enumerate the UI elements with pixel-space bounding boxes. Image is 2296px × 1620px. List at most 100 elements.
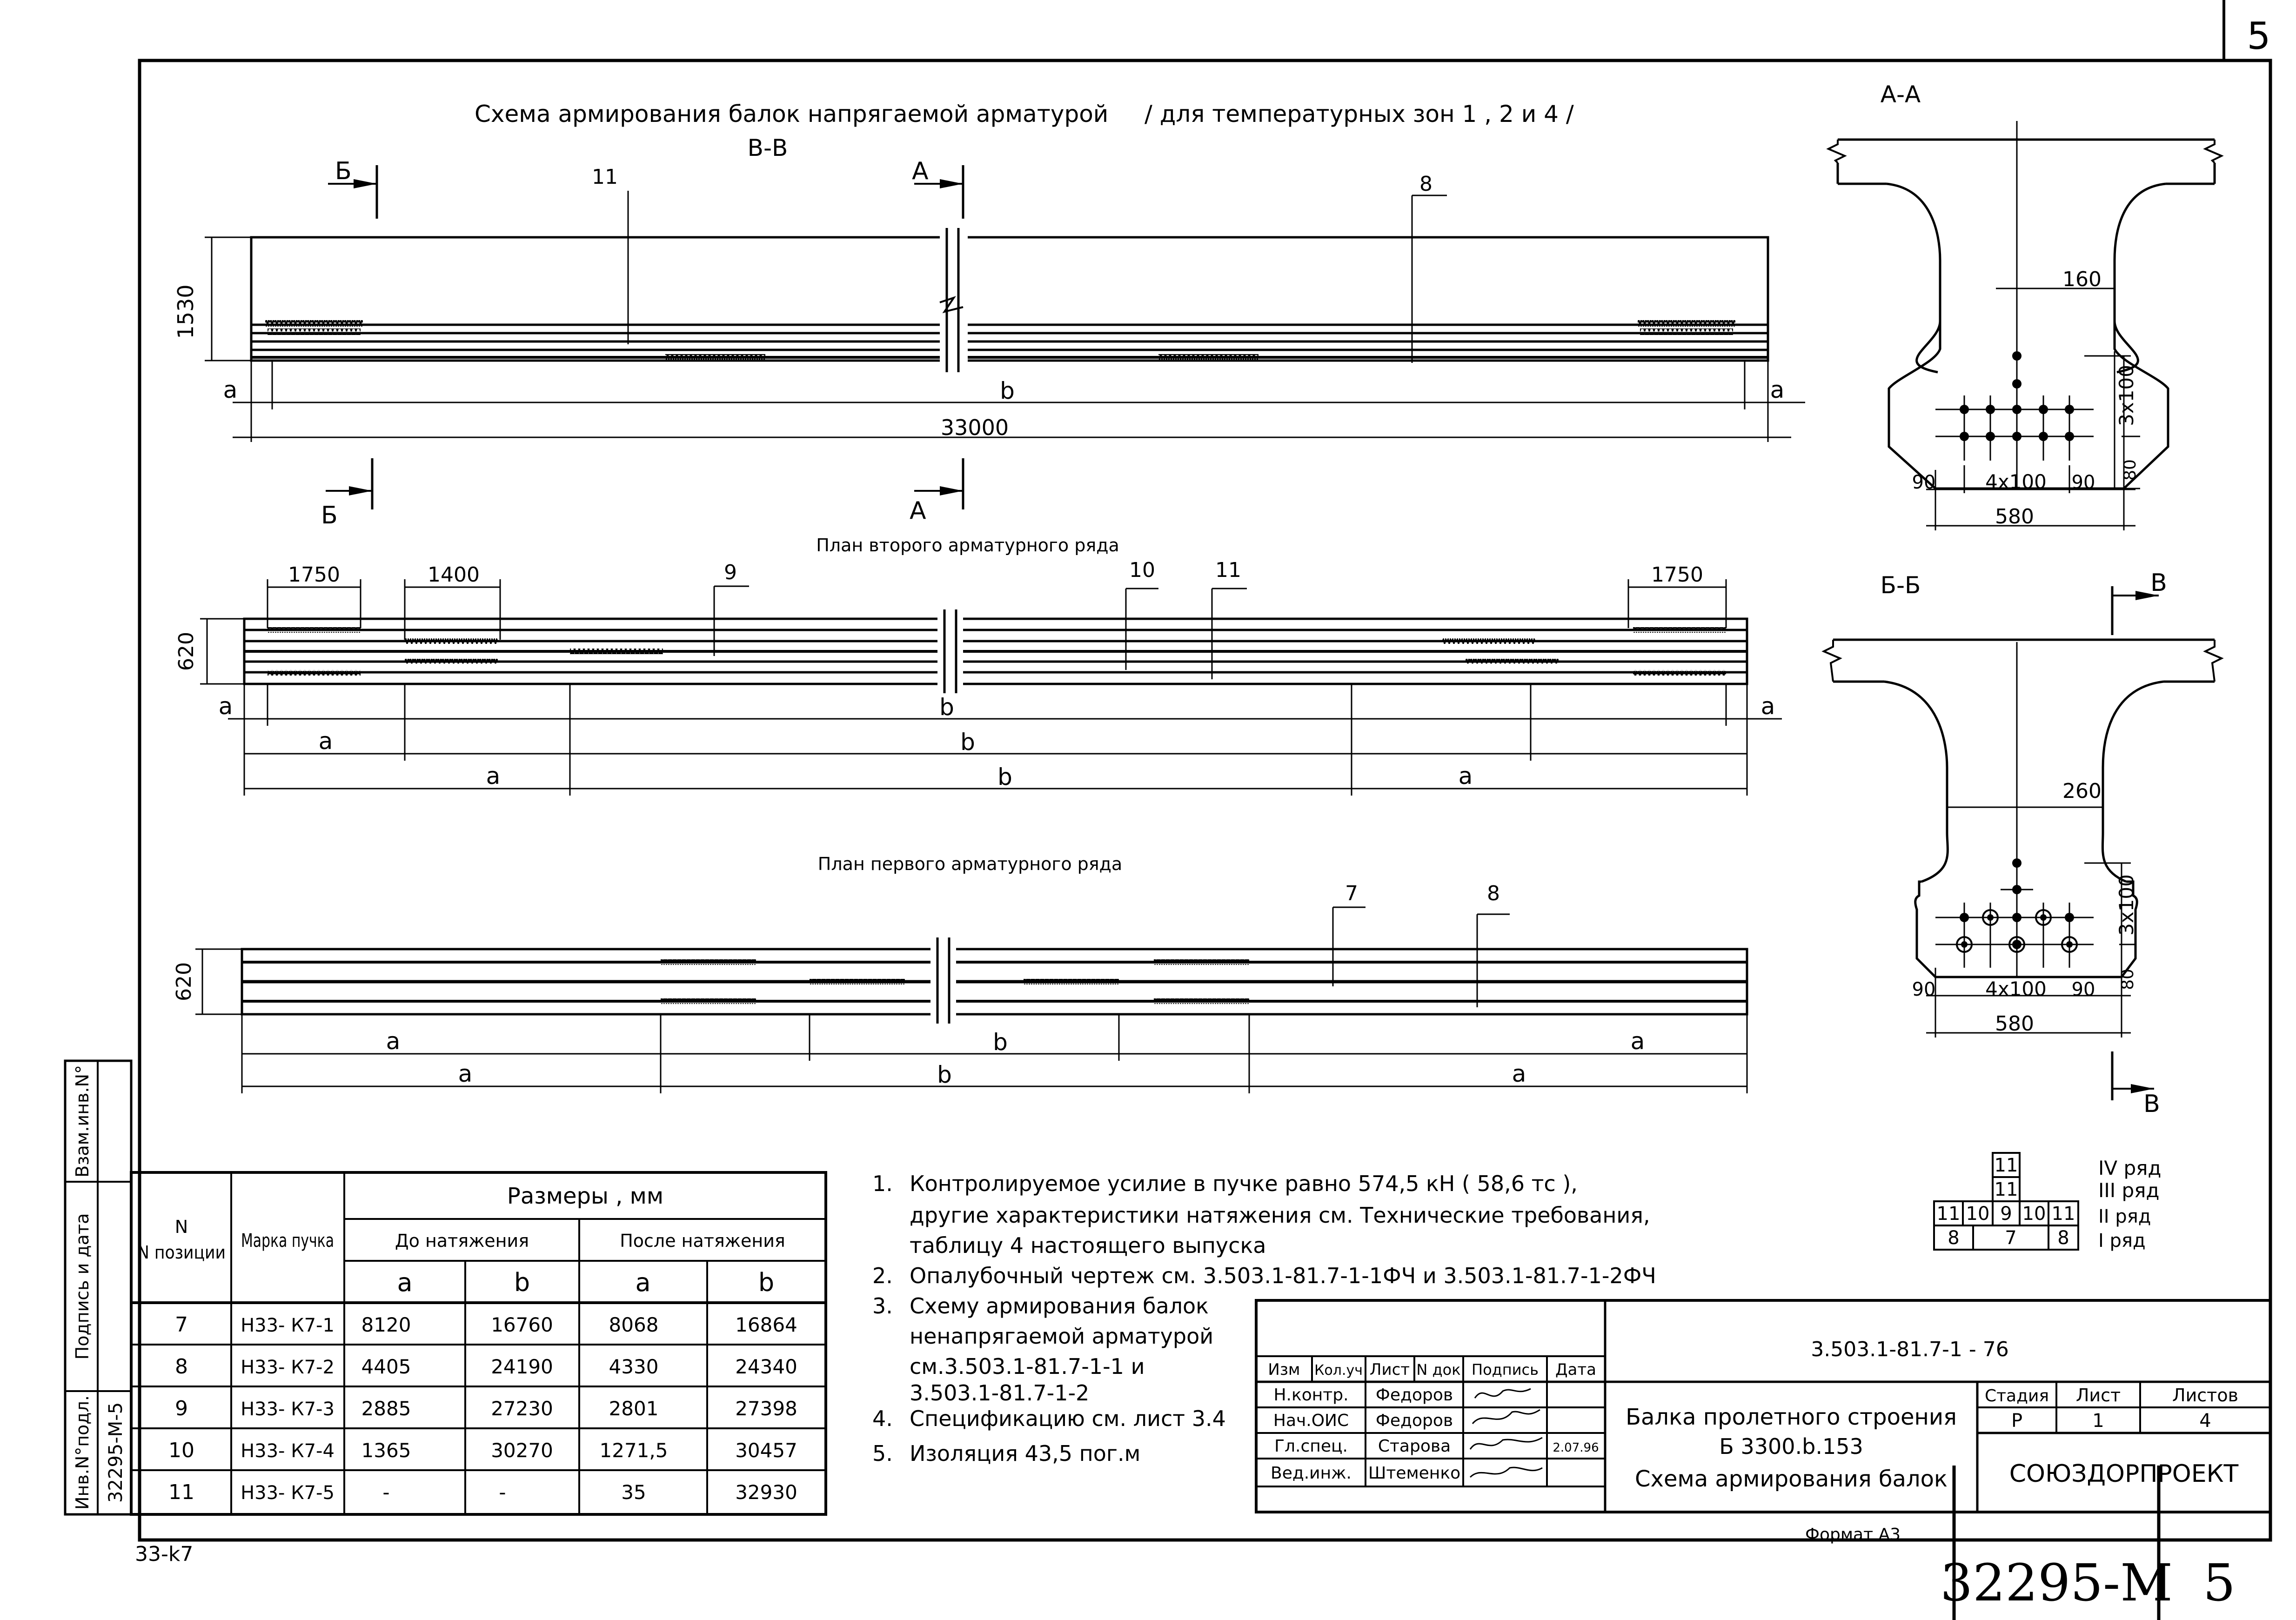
bb-side-90-left: 90 [1912, 979, 1936, 1000]
note-3-line1: Схему армирования балок [910, 1293, 1209, 1319]
doc-code: 3.503.1-81.7-1 - 76 [1811, 1338, 2009, 1361]
aa-web-160: 160 [2062, 268, 2102, 291]
cell-a2: 1271,5 [600, 1439, 668, 1462]
note-3-line3: см.3.503.1-81.7-1-1 и [910, 1354, 1145, 1379]
plan1-pos-7: 7 [1345, 882, 1358, 905]
table-row: 10 Н33- К7-4 1365 30270 1271,5 30457 [168, 1439, 797, 1462]
plan2-title: План второго арматурного ряда [816, 535, 1119, 556]
cell-b1: - [499, 1481, 506, 1504]
rows-legend [1933, 1152, 2079, 1251]
organization: СОЮЗДОРПРОЕКТ [2009, 1460, 2239, 1488]
aa-width-580: 580 [1995, 505, 2034, 529]
sheet-code: 32295-M [1940, 1553, 2173, 1613]
cut-v-bottom: В [2143, 1090, 2160, 1118]
legend-r2-c5: 11 [2052, 1203, 2075, 1225]
zones-title: / для температурных зон 1 , 2 и 4 / [1145, 100, 1574, 127]
bottom-left-code: 33-k7 [135, 1542, 193, 1566]
sheets-header: Листов [2172, 1385, 2238, 1406]
stamp-h-date: Дата [1555, 1360, 1596, 1379]
table-row: 7 Н33- К7-1 8120 16760 8068 16864 [175, 1313, 797, 1337]
stamp-h-sign: Подпись [1472, 1361, 1539, 1379]
format-label: Формат А3 [1805, 1525, 1901, 1544]
plan2-a-4: a [1459, 763, 1473, 790]
notes: 1. Контролируемое усилие в пучке равно 5… [872, 1171, 1656, 1466]
elev-length: 33000 [941, 415, 1009, 440]
elev-label-a-right: a [1770, 376, 1785, 403]
legend-r2-label: II ряд [2098, 1206, 2151, 1227]
cell-b1: 16760 [491, 1313, 553, 1336]
note-5-num: 5. [872, 1441, 893, 1466]
bb-web-260: 260 [2062, 779, 2102, 803]
sheet-header: Лист [2076, 1385, 2121, 1406]
cell-mark: Н33- К7-4 [241, 1440, 335, 1462]
legend-r3-c1: 11 [1995, 1179, 2018, 1200]
signatures [1469, 1388, 1543, 1478]
table-row: 11 Н33- К7-5 - - 35 32930 [168, 1480, 797, 1504]
cell-a1: - [382, 1481, 389, 1504]
cell-a1: 8120 [361, 1313, 411, 1336]
cell-mark: Н33- К7-1 [241, 1315, 335, 1336]
cell-b1: 24190 [491, 1355, 553, 1378]
th-a1: a [397, 1268, 412, 1297]
legend-r2-c4: 10 [2022, 1203, 2046, 1225]
cell-pos: 8 [175, 1355, 188, 1379]
section-bb-title: Б-Б [1881, 572, 1921, 599]
note-4-num: 4. [872, 1406, 893, 1431]
sheets-value: 4 [2199, 1410, 2211, 1432]
stamp-role-1: Н.контр. [1273, 1386, 1348, 1405]
cell-a2: 2801 [609, 1397, 659, 1420]
plan1-a-1: a [386, 1028, 401, 1055]
note-1-line3: таблицу 4 настоящего выпуска [910, 1233, 1266, 1258]
bb-side-90-right: 90 [2072, 979, 2095, 1000]
plan1-width: 620 [172, 962, 196, 1001]
note-5-line1: Изоляция 43,5 пог.м [910, 1441, 1140, 1466]
table-row: 8 Н33- К7-2 4405 24190 4330 24340 [175, 1355, 797, 1379]
sheet-number-top: 5 [2247, 14, 2271, 58]
elev-pos-11: 11 [592, 165, 618, 189]
plan2-width: 620 [174, 632, 198, 671]
note-1-num: 1. [872, 1171, 893, 1196]
cell-a2: 35 [621, 1481, 646, 1504]
title-block-grid [1255, 1299, 2272, 1513]
elevation-title: В-В [748, 134, 788, 161]
cut-a-bottom: А [910, 497, 926, 525]
cell-b1: 27230 [491, 1397, 553, 1420]
legend-r1-label: I ряд [2098, 1230, 2146, 1252]
elevation-view [205, 165, 1805, 509]
note-2-num: 2. [872, 1263, 893, 1288]
stamp-date-3: 2.07.96 [1553, 1441, 1599, 1455]
plan2-a-2: a [319, 728, 333, 755]
bb-vert: 3x100 [2115, 874, 2138, 936]
elev-label-a-left: a [223, 376, 238, 403]
stamp-name-3: Старова [1378, 1437, 1451, 1456]
plan2-a-left-small: a [219, 693, 233, 720]
th-mark: Марка пучка [241, 1230, 334, 1252]
th-a2: a [635, 1268, 650, 1297]
stamp-h-koluch: Кол.уч [1314, 1362, 1363, 1379]
side-inv-value: 32295-M-5 [105, 1402, 127, 1503]
cell-b2: 16864 [735, 1313, 797, 1336]
th-before: До натяжения [395, 1231, 529, 1251]
note-2-line1: Опалубочный чертеж см. 3.503.1-81.7-1-1Ф… [910, 1263, 1656, 1288]
cell-b2: 32930 [735, 1481, 797, 1504]
cell-a1: 4405 [361, 1355, 411, 1378]
plan2-dim-1400: 1400 [428, 563, 480, 587]
stamp-name-4: Штеменко [1368, 1464, 1460, 1483]
sheet-frame [138, 0, 2272, 1620]
cell-a2: 4330 [609, 1355, 659, 1378]
plan1-a-4: a [1512, 1060, 1526, 1087]
cut-a-top: А [912, 157, 929, 185]
legend-r3-label: III ряд [2098, 1179, 2159, 1202]
bb-horiz: 4x100 [1985, 977, 2047, 1000]
project-title-2: Б 3300.b.153 [1719, 1434, 1863, 1459]
sheet-value: 1 [2092, 1410, 2104, 1432]
bb-width-580: 580 [1995, 1012, 2034, 1036]
plan2-pos-11: 11 [1215, 558, 1241, 582]
stage-value: Р [2011, 1410, 2022, 1432]
stamp-h-izm: Изм [1268, 1360, 1300, 1379]
cell-pos: 11 [168, 1480, 194, 1504]
aa-bottom-80: 80 [2121, 459, 2140, 481]
project-title-1: Балка пролетного строения [1626, 1404, 1957, 1430]
stamp-name-2: Федоров [1376, 1411, 1453, 1430]
section-aa [1826, 121, 2224, 530]
